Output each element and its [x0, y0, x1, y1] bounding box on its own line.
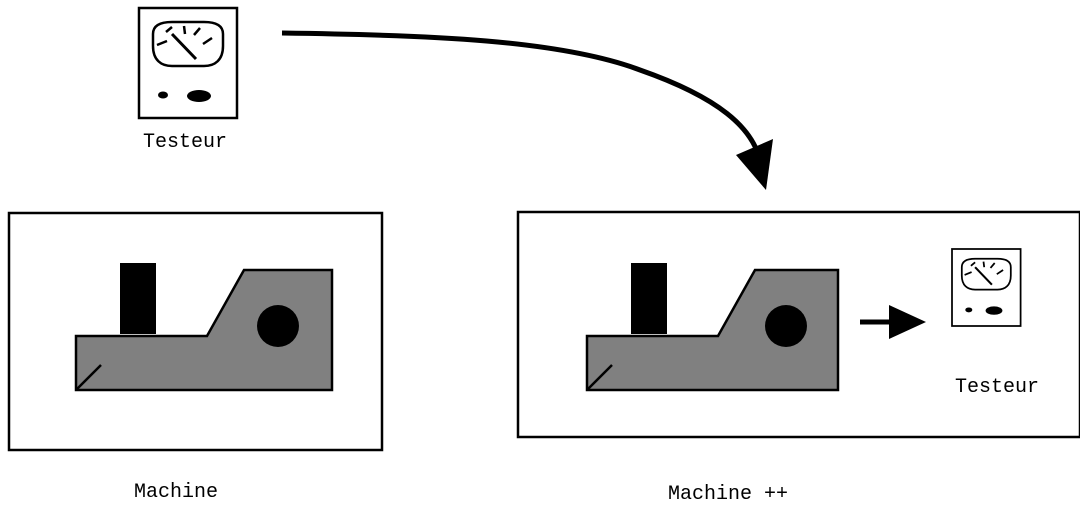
tester-top-icon — [137, 6, 239, 120]
tester-inner-icon — [950, 247, 1022, 328]
tester-inner-label: Testeur — [955, 376, 1040, 399]
curved-arrow-icon — [281, 30, 773, 190]
machine-plus-label: Machine ++ — [668, 483, 789, 506]
machine-label: Machine — [134, 481, 219, 504]
machine-plus-tool-icon — [585, 263, 840, 392]
tester-label: Testeur — [143, 131, 228, 154]
arrow-icon — [860, 305, 926, 339]
machine-tool-icon — [74, 263, 334, 392]
